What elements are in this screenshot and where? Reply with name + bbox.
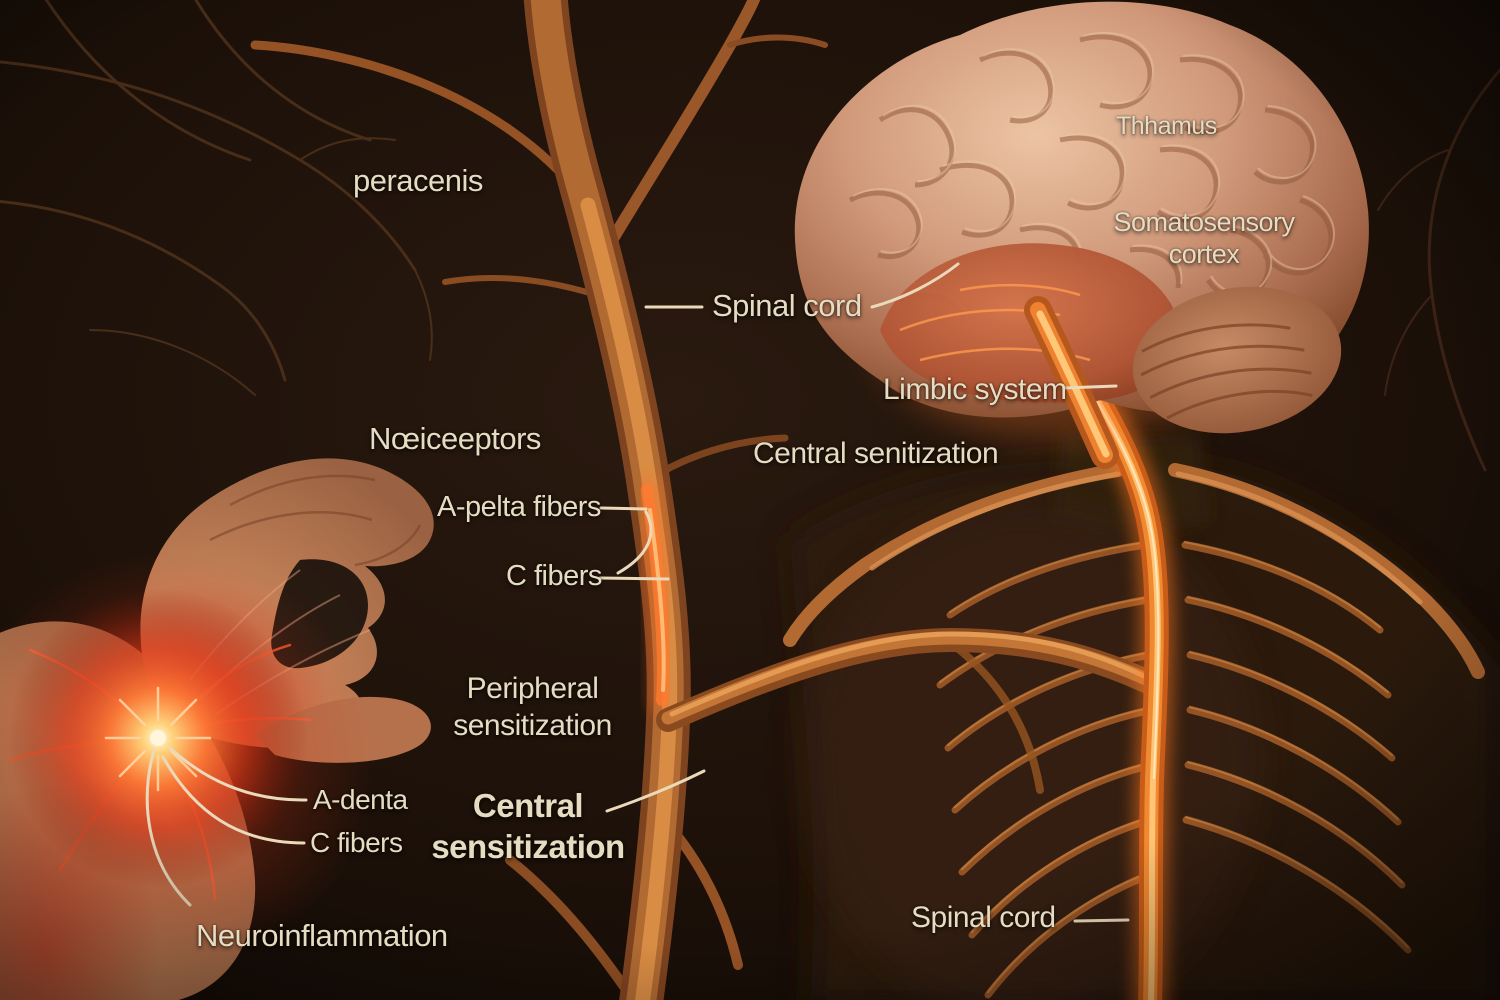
label-neuroinflammation: Neuroinflammation <box>196 918 448 953</box>
label-c-fibers-hand: C fibers <box>310 827 403 858</box>
label-peracenis: peracenis <box>353 163 483 198</box>
label-somatosensory-cortex: Somatosensory cortex <box>1113 207 1295 269</box>
label-peripheral-sensitization: Peripheral sensitization <box>453 672 612 742</box>
label-central-sensitization: Central sensitization <box>431 787 625 865</box>
label-a-delta-fibers: A-pelta fibers <box>437 491 601 523</box>
label-spinal-cord-bottom: Spinal cord <box>911 901 1056 934</box>
label-thalamus: Thhamus <box>1116 112 1217 140</box>
label-c-fibers-mid: C fibers <box>506 560 602 592</box>
label-limbic-system: Limbic system <box>883 373 1067 406</box>
label-spinal-cord-top: Spinal cord <box>712 288 862 323</box>
label-central-senitization: Central senitization <box>753 437 999 470</box>
label-nociceptors: Nœiceeptors <box>369 421 541 456</box>
label-a-denta: A-denta <box>313 784 408 815</box>
